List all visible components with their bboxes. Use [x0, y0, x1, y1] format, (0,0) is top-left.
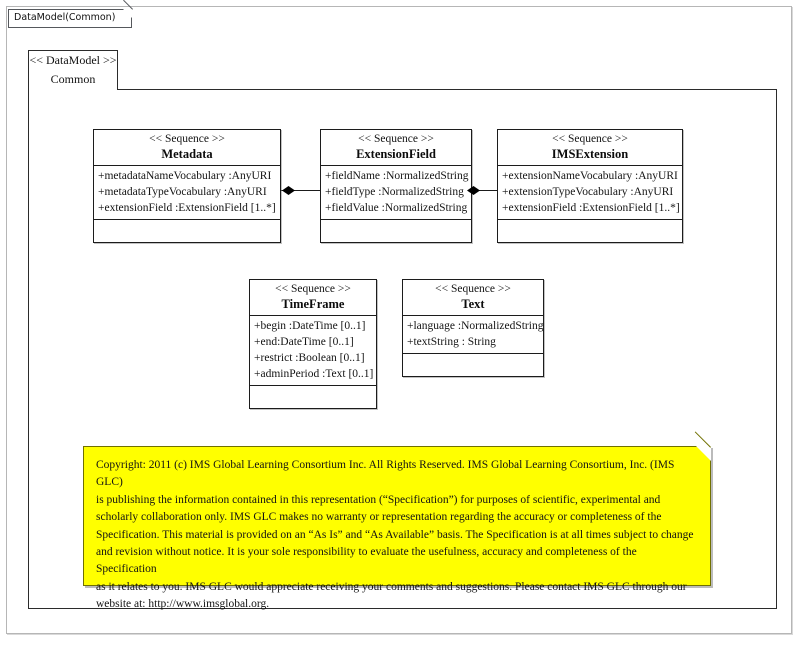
package-stereotype: << DataModel >>: [29, 53, 117, 67]
class-attribute: +metadataNameVocabulary :AnyURI: [98, 170, 272, 182]
class-box-extensionfield[interactable]: << Sequence >> ExtensionField +fieldName…: [320, 129, 472, 243]
class-name: TimeFrame: [281, 297, 345, 311]
note-fold-icon: [696, 446, 711, 461]
class-operations-extensionfield: [321, 220, 471, 242]
copyright-note-text: Copyright: 2011 (c) IMS Global Learning …: [84, 447, 710, 622]
note-line: is publishing the information contained …: [96, 493, 661, 506]
class-operations-timeframe: [250, 386, 376, 408]
note-line: as it relates to you. IMS GLC would appr…: [96, 580, 687, 593]
class-stereotype: << Sequence >>: [358, 133, 434, 145]
class-attribute: +extensionField :ExtensionField [1..*]: [502, 202, 680, 214]
class-attribute: +adminPeriod :Text [0..1]: [254, 368, 374, 380]
copyright-note[interactable]: Copyright: 2011 (c) IMS Global Learning …: [83, 431, 711, 610]
class-attributes-imsextension: +extensionNameVocabulary :AnyURI +extens…: [498, 166, 682, 220]
class-attribute: +fieldName :NormalizedString: [325, 170, 469, 182]
class-box-text[interactable]: << Sequence >> Text +language :Normalize…: [402, 279, 544, 377]
class-name: ExtensionField: [356, 147, 436, 161]
note-line: Copyright: 2011 (c) IMS Global Learning …: [96, 459, 675, 489]
class-attributes-metadata: +metadataNameVocabulary :AnyURI +metadat…: [94, 166, 280, 220]
class-stereotype: << Sequence >>: [275, 283, 351, 295]
class-attribute: +metadataTypeVocabulary :AnyURI: [98, 186, 267, 198]
class-operations-metadata: [94, 220, 280, 242]
association-line-imsextension-extensionfield: [472, 190, 497, 191]
class-attributes-timeframe: +begin :DateTime [0..1] +end:DateTime [0…: [250, 316, 376, 386]
class-name: IMSExtension: [551, 147, 629, 161]
class-name: Text: [461, 297, 485, 311]
class-attributes-text: +language :NormalizedString +textString …: [403, 316, 543, 354]
aggregation-diamond-imsextension-side: [467, 186, 480, 195]
class-attribute: +extensionTypeVocabulary :AnyURI: [502, 186, 674, 198]
class-attribute: +fieldType :NormalizedString: [325, 186, 464, 198]
class-attribute: +end:DateTime [0..1]: [254, 336, 354, 348]
class-header-extensionfield: << Sequence >> ExtensionField: [321, 130, 471, 166]
frame-tab-corner-cut-icon: [123, 9, 133, 18]
class-stereotype: << Sequence >>: [552, 133, 628, 145]
class-attribute: +extensionField :ExtensionField [1..*]: [98, 202, 276, 214]
class-box-imsextension[interactable]: << Sequence >> IMSExtension +extensionNa…: [497, 129, 683, 243]
class-attribute: +restrict :Boolean [0..1]: [254, 352, 365, 364]
class-box-metadata[interactable]: << Sequence >> Metadata +metadataNameVoc…: [93, 129, 281, 243]
class-header-text: << Sequence >> Text: [403, 280, 543, 316]
class-header-imsextension: << Sequence >> IMSExtension: [498, 130, 682, 166]
diagram-frame-tab: DataModel(Common): [8, 0, 134, 28]
package-name: Common: [50, 72, 96, 86]
class-attribute: +extensionNameVocabulary :AnyURI: [502, 170, 678, 182]
class-attribute: +begin :DateTime [0..1]: [254, 320, 366, 332]
package-tab[interactable]: << DataModel >> Common: [28, 50, 118, 90]
class-stereotype: << Sequence >>: [435, 283, 511, 295]
note-line: and revision without notice. It is your …: [96, 546, 637, 576]
diagram-frame-tab-label: DataModel(Common): [14, 12, 116, 23]
class-header-metadata: << Sequence >> Metadata: [94, 130, 280, 166]
class-name: Metadata: [161, 147, 213, 161]
class-stereotype: << Sequence >>: [149, 133, 225, 145]
class-attribute: +fieldValue :NormalizedString: [325, 202, 468, 214]
class-attribute: +textString : String: [407, 336, 496, 348]
class-attributes-extensionfield: +fieldName :NormalizedString +fieldType …: [321, 166, 471, 220]
class-header-timeframe: << Sequence >> TimeFrame: [250, 280, 376, 316]
note-line: website at: http://www.imsglobal.org.: [96, 598, 270, 611]
class-attribute: +language :NormalizedString: [407, 320, 544, 332]
note-line: Specification. This material is provided…: [96, 528, 694, 541]
aggregation-diamond-metadata-side: [282, 186, 295, 195]
association-line-metadata-extensionfield: [280, 190, 320, 191]
note-line: scholarly collaboration only. IMS GLC ma…: [96, 511, 662, 524]
class-operations-text: [403, 354, 543, 376]
class-box-timeframe[interactable]: << Sequence >> TimeFrame +begin :DateTim…: [249, 279, 377, 409]
class-operations-imsextension: [498, 220, 682, 242]
